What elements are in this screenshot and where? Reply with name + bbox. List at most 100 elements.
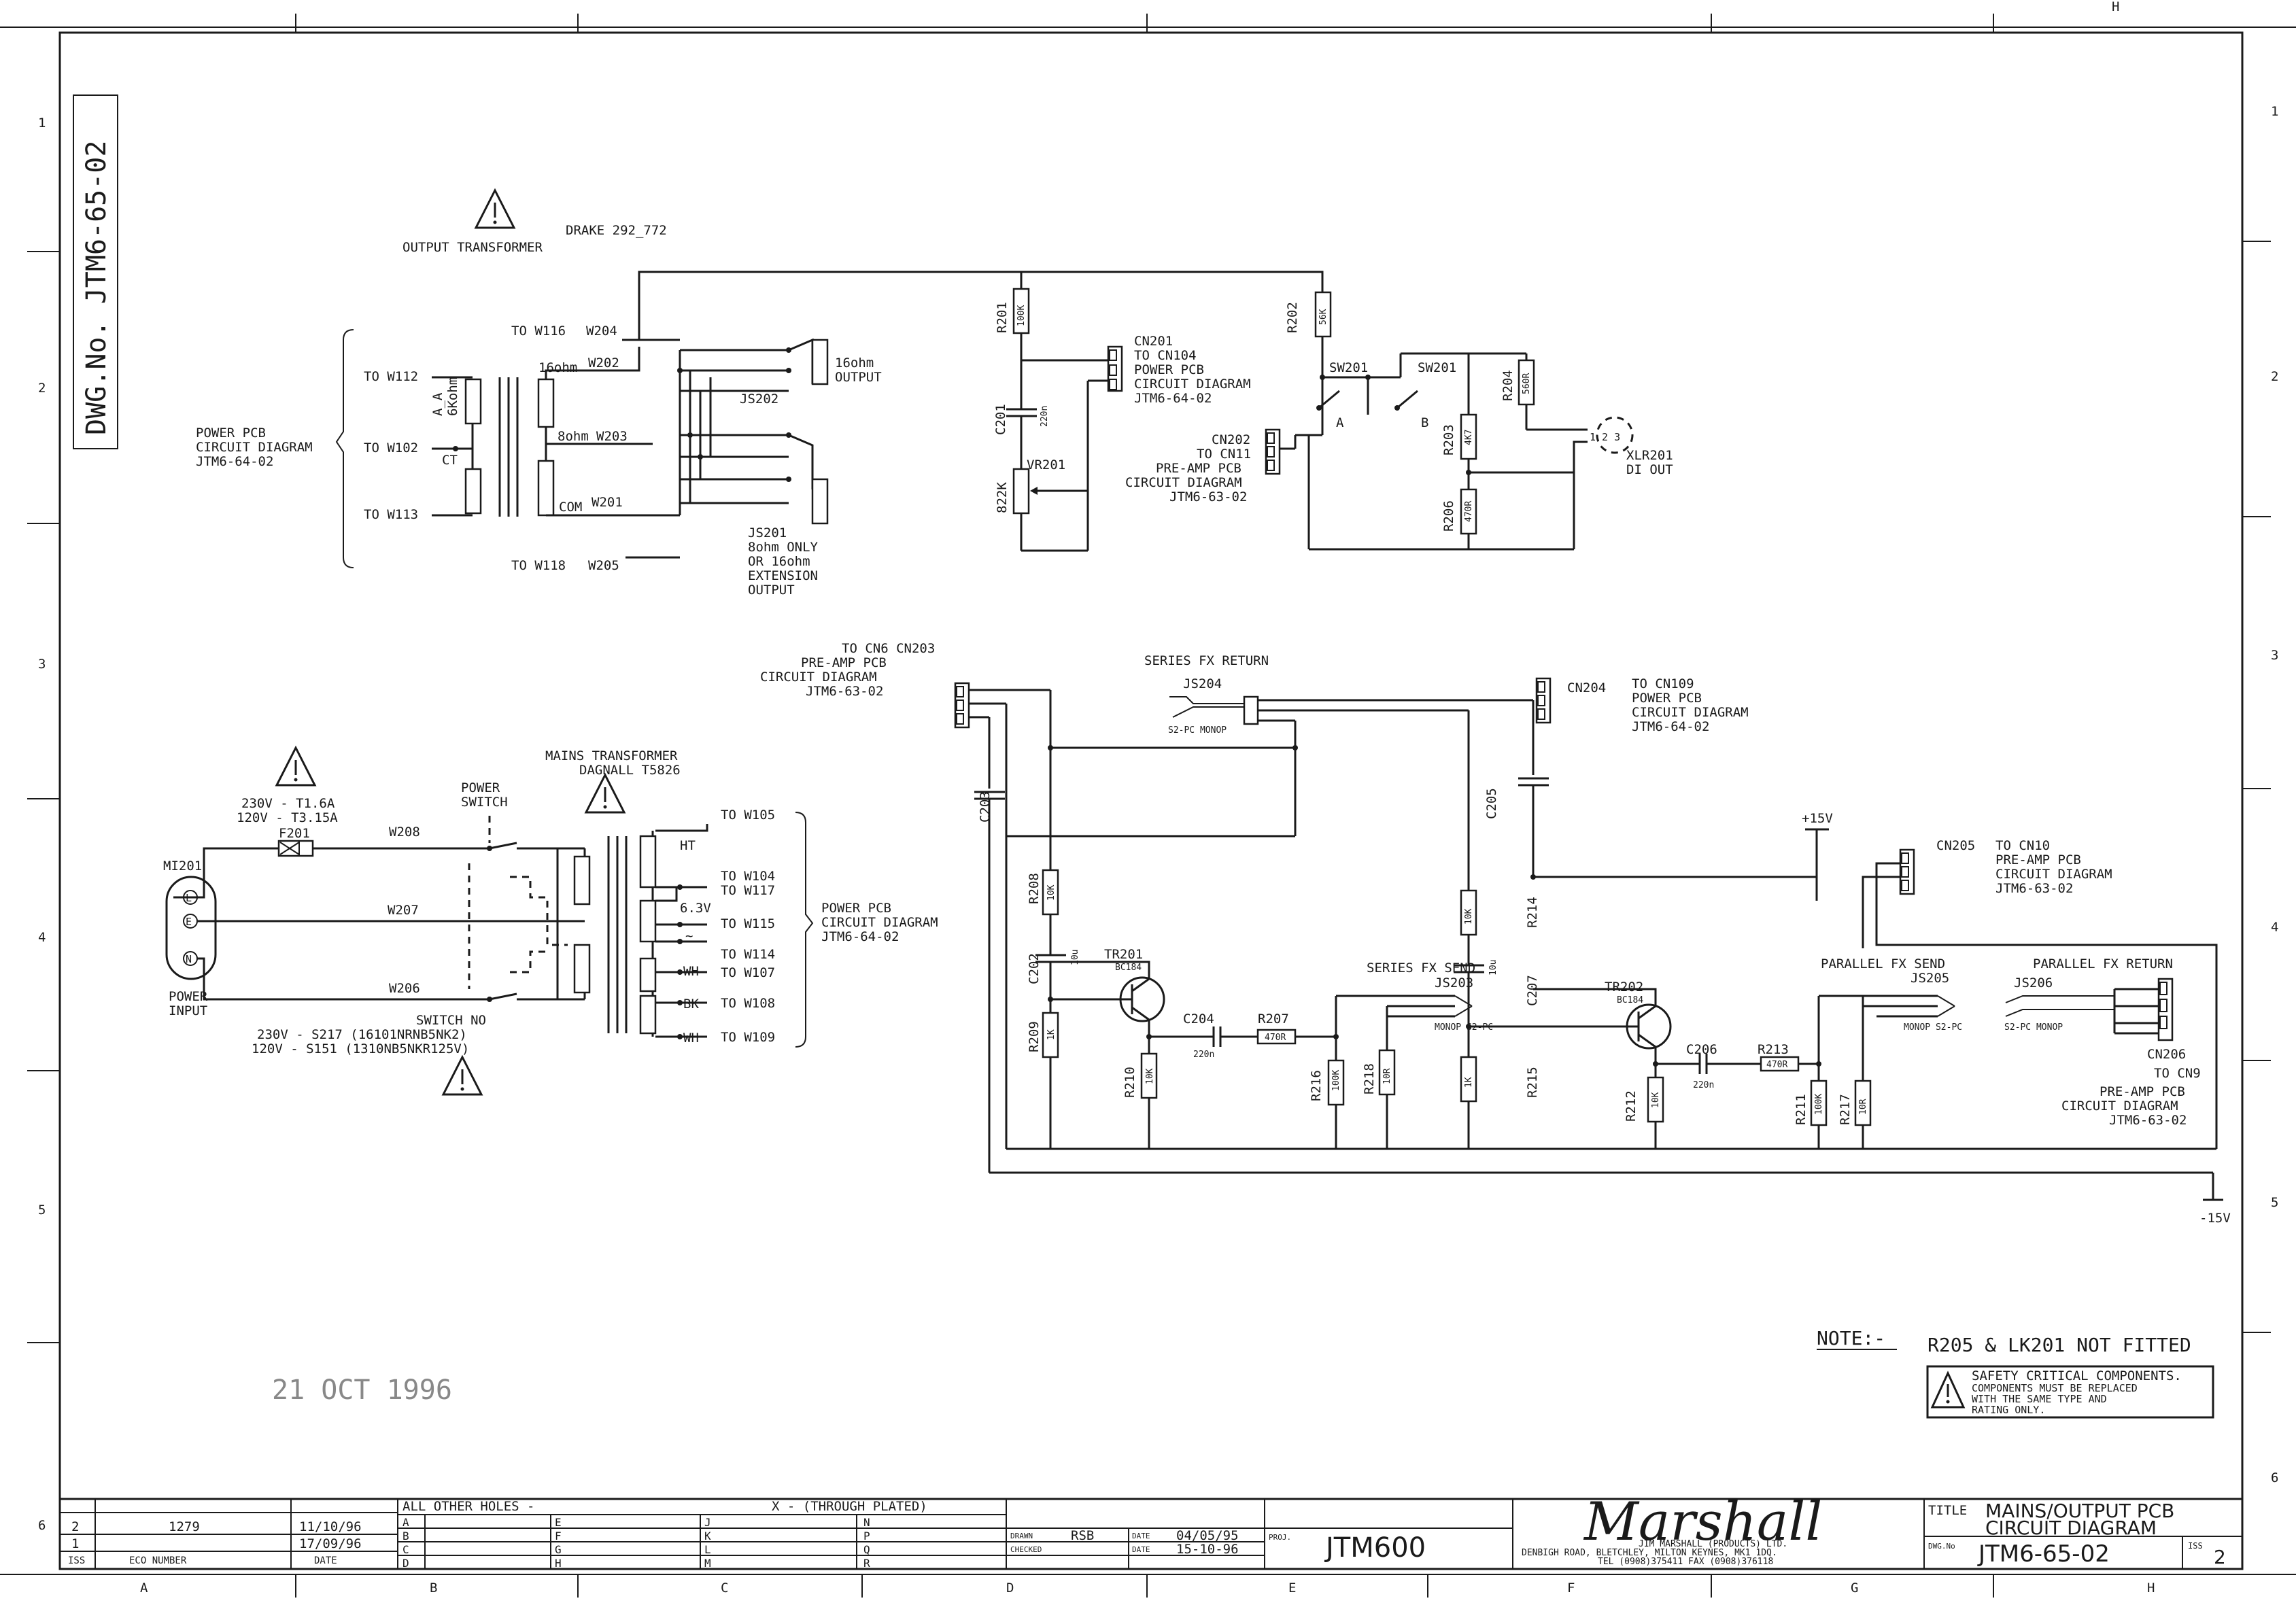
mains-section: 230V - T1.6A 120V - T3.15A F201 W208 MI2… [163, 745, 938, 1096]
resistor-value: 560R [1522, 373, 1532, 394]
wire-label: W207 [388, 903, 419, 918]
jack-label: JS203 [1435, 976, 1473, 990]
wire-label: TO W117 [721, 883, 775, 898]
tap-label: HT [680, 838, 696, 853]
safety-box [1926, 1365, 2214, 1419]
project-label: PROJ. [1269, 1533, 1291, 1542]
pot-value: 822K [995, 482, 1010, 513]
grid-letter: R [863, 1557, 870, 1570]
drawing-title: CIRCUIT DIAGRAM [1985, 1517, 2157, 1539]
xlr-label: XLR201 [1626, 448, 1673, 463]
pin-label: L [186, 892, 192, 904]
zone-grid: A B C D E F G H H 1 2 3 4 5 6 1 2 3 4 5 … [27, 0, 2278, 1598]
cap-value: 10u [1488, 960, 1498, 976]
company-text: JIM MARSHALL (PRODUCTS) LTD. [1639, 1539, 1787, 1549]
pin-label: E [186, 916, 192, 928]
jack-js202 [811, 339, 829, 385]
side-drawing-number: DWG.No. JTM6-65-02 [73, 94, 118, 449]
connector-label: TO CN10 [1995, 838, 2050, 853]
checked-date: 15-10-96 [1176, 1542, 1239, 1557]
safety-text: RATING ONLY. [1972, 1404, 2045, 1416]
date-stamp: 21 OCT 1996 [272, 1375, 452, 1406]
jack-label: EXTENSION [748, 568, 818, 583]
ref-label: TR201 [1104, 947, 1143, 962]
connector-label: TO CN104 [1134, 348, 1197, 363]
ref-label: R208 [1027, 873, 1042, 904]
resistor-r216 [1327, 1059, 1345, 1106]
safety-text: WITH THE SAME TYPE AND [1972, 1393, 2107, 1405]
connector-label: CIRCUIT DIAGRAM [1632, 705, 1749, 720]
aa-label: A_A [430, 392, 445, 416]
connector-label: CIRCUIT DIAGRAM [760, 670, 877, 685]
connector-label: PRE-AMP PCB [1156, 461, 1241, 476]
ref-label: C201 [993, 404, 1008, 435]
wire-label: W206 [389, 981, 420, 996]
wire-label: TO W118 [511, 558, 566, 573]
iss-header: ISS [68, 1555, 85, 1566]
grid-letter: K [704, 1530, 711, 1542]
resistor-value: 10K [1464, 908, 1474, 925]
warning-triangle-icon [1930, 1370, 1966, 1409]
grid-letter: L [704, 1543, 711, 1556]
connector-label: CN205 [1936, 838, 1975, 853]
output-label: OUTPUT [835, 370, 882, 385]
ref-label: SW201 [1418, 360, 1456, 375]
notes: NOTE:- R205 & LK201 NOT FITTED SAFETY CR… [272, 1327, 2214, 1419]
connector-cn203 [954, 682, 970, 729]
zone-letter: H [2112, 0, 2119, 14]
wire-label: W202 [588, 356, 619, 370]
connector-label: JTM6-63-02 [2109, 1113, 2187, 1128]
grid-letter: Q [863, 1543, 870, 1556]
supply-label: -15V [2199, 1211, 2231, 1226]
ref-label: C207 [1525, 975, 1540, 1006]
output-transformer-label: OUTPUT TRANSFORMER [402, 240, 543, 255]
resistor-value: 1K [1464, 1077, 1474, 1088]
resistor-value: 4K7 [1464, 430, 1474, 445]
resistor-value: 470R [1265, 1033, 1286, 1043]
power-pcb-label: JTM6-64-02 [821, 929, 899, 944]
jack-js201 [811, 478, 829, 525]
ref-label: R209 [1027, 1021, 1042, 1052]
zone-number: 3 [38, 657, 46, 672]
ref-label: C204 [1183, 1012, 1214, 1026]
safety-text: COMPONENTS MUST BE REPLACED [1972, 1382, 2138, 1394]
grid-letter: G [555, 1543, 562, 1556]
warning-triangle-icon [275, 745, 317, 787]
wire-label: TO W108 [721, 996, 775, 1011]
date-cell: 17/09/96 [299, 1536, 362, 1551]
tap-label: 6.3V [680, 901, 711, 916]
pin-label: N [186, 953, 192, 965]
zone-letter: C [721, 1581, 728, 1595]
ref-label: R215 [1525, 1067, 1540, 1098]
title-label: TITLE [1928, 1503, 1967, 1518]
company-text: TEL (0908)375411 FAX (0908)376118 [1598, 1557, 1773, 1567]
drawn-by: RSB [1071, 1528, 1094, 1543]
connector-label: JTM6-63-02 [1169, 489, 1247, 504]
connector-cn204 [1535, 677, 1552, 724]
wire-label: TO W115 [721, 916, 775, 931]
grid-letter: D [402, 1557, 409, 1570]
connector-label: CN201 [1134, 334, 1173, 349]
connector-label: TO CN109 [1632, 676, 1694, 691]
part-type: BC184 [1115, 963, 1142, 973]
switch-no-label: SWITCH NO [416, 1013, 486, 1028]
jack-label: JS205 [1911, 971, 1949, 986]
resistor-value: 470R [1464, 501, 1474, 522]
wire-label: W201 [592, 495, 623, 510]
zone-number: 6 [2271, 1470, 2278, 1485]
wire-label: TO W102 [364, 441, 418, 455]
fuse-rating: 120V - T3.15A [237, 810, 338, 825]
cap-value: 220n [1193, 1050, 1214, 1060]
ref-label: R216 [1309, 1070, 1324, 1101]
checked-label: CHECKED [1010, 1545, 1042, 1554]
ac-symbol: ~ [685, 929, 693, 944]
jack-label: JS202 [740, 392, 778, 407]
through-label: X - (THROUGH PLATED) [772, 1499, 927, 1514]
tap-label: 8ohm [558, 429, 589, 444]
dwg-label: DWG.No [1928, 1542, 1955, 1551]
switch-pos: A [1336, 415, 1344, 430]
ref-label: R210 [1123, 1067, 1137, 1098]
zone-letter: D [1006, 1581, 1014, 1595]
ref-label: R214 [1525, 897, 1540, 928]
switch-no-label: 230V - S217 (16101NRNB5NK2) [257, 1027, 467, 1042]
